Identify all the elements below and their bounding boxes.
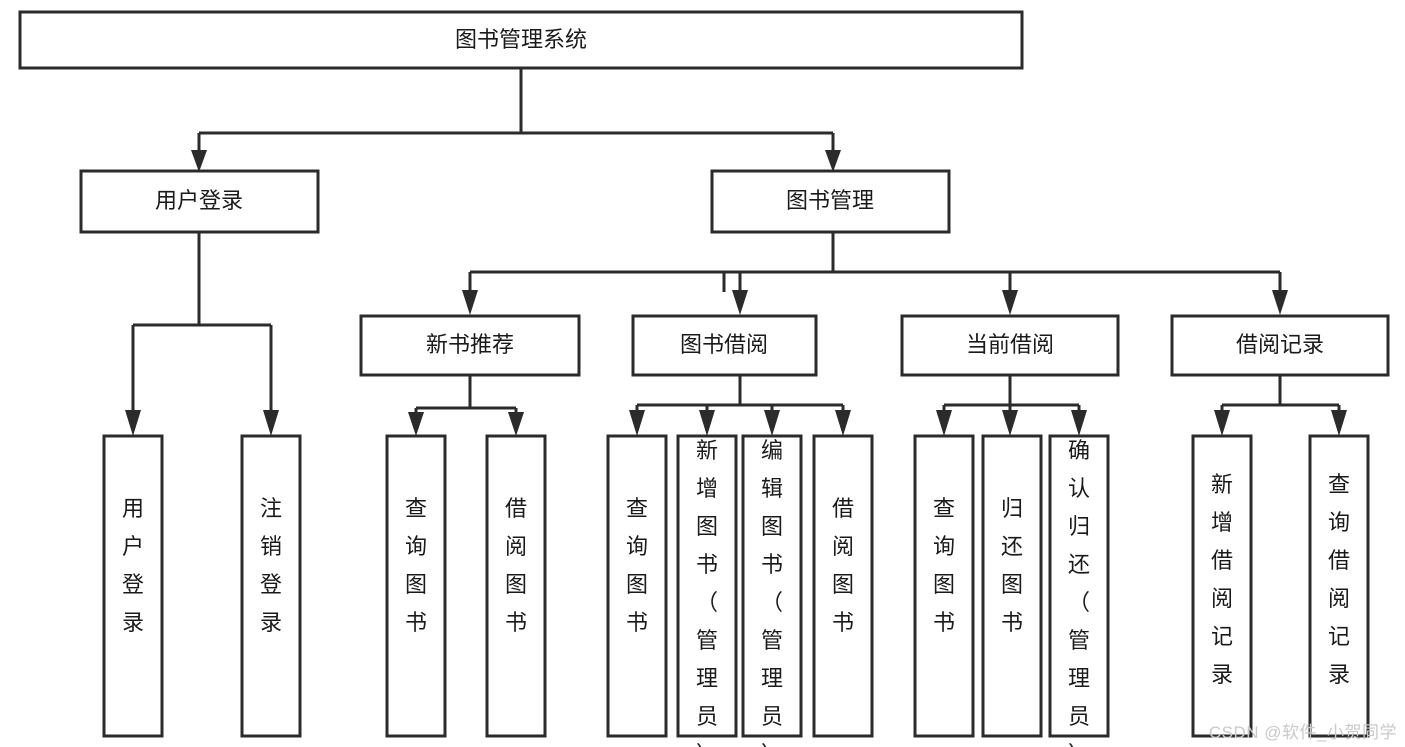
node-leaf4-box[interactable]	[485, 434, 547, 738]
node-newbook-label: 新书推荐	[426, 332, 514, 357]
node-leaf12-label: 新增借阅记录	[1211, 472, 1233, 687]
connector-bookmgmt-to-level3	[468, 232, 1282, 292]
arrow-head-leaf11	[1071, 410, 1087, 436]
node-leaf9-label: 查询图书	[933, 496, 955, 635]
node-leaf5-label: 查询图书	[626, 496, 648, 635]
node-leaf11[interactable]: 确认归还（管理员）	[1048, 434, 1110, 747]
node-leaf8[interactable]: 借阅图书	[812, 434, 874, 738]
node-leaf4[interactable]: 借阅图书	[485, 434, 547, 738]
connector-login-to-leaves	[131, 232, 273, 410]
node-login-label: 用户登录	[155, 188, 243, 213]
node-records-label: 借阅记录	[1236, 332, 1324, 357]
node-leaf10-label: 归还图书	[1001, 496, 1023, 635]
node-login-box[interactable]	[79, 169, 320, 234]
arrow-head-leaf10	[1002, 410, 1018, 436]
node-leaf7-box[interactable]	[741, 434, 803, 738]
node-leaf13-box[interactable]	[1308, 434, 1370, 738]
arrow-head-borrow	[732, 290, 748, 315]
node-leaf1-box[interactable]	[102, 434, 164, 738]
connector-current-to-leaves	[942, 375, 1081, 412]
node-current[interactable]: 当前借阅	[900, 314, 1120, 377]
node-leaf13-label: 查询借阅记录	[1328, 472, 1350, 687]
arrow-head-leaf6	[699, 410, 715, 436]
arrow-head-leaf2	[263, 410, 279, 436]
node-leaf7[interactable]: 编辑图书（管理员）	[741, 434, 803, 747]
node-leaf4-label: 借阅图书	[505, 496, 527, 635]
node-leaf3-box[interactable]	[385, 434, 447, 738]
node-leaf2-label: 注销登录	[260, 496, 282, 635]
arrow-head-current	[1002, 290, 1018, 315]
arrow-head-leaf1	[125, 410, 141, 436]
node-borrow[interactable]: 图书借阅	[631, 314, 818, 377]
arrow-head-leaf4	[508, 412, 524, 436]
node-leaf2[interactable]: 注销登录	[240, 434, 302, 738]
connector-layer	[125, 68, 1347, 436]
node-bookmgmt[interactable]: 图书管理	[710, 169, 951, 234]
node-leaf8-label: 借阅图书	[832, 496, 854, 635]
node-leaf5-box[interactable]	[606, 434, 668, 738]
arrow-head-bookmgmt	[825, 150, 841, 172]
node-leaf3-label: 查询图书	[405, 496, 427, 635]
arrow-head-records	[1272, 290, 1288, 315]
arrow-head-leaf13	[1331, 410, 1347, 436]
node-login[interactable]: 用户登录	[79, 169, 320, 234]
arrow-head-leaf8	[835, 410, 851, 436]
node-borrow-box[interactable]	[631, 314, 818, 377]
arrow-head-leaf9	[936, 410, 952, 436]
arrow-head-leaf3	[408, 412, 424, 436]
node-leaf9-box[interactable]	[913, 434, 975, 738]
node-leaf13[interactable]: 查询借阅记录	[1308, 434, 1370, 738]
node-leaf6-box[interactable]	[676, 434, 738, 738]
node-root-box[interactable]	[18, 10, 1024, 70]
node-bookmgmt-box[interactable]	[710, 169, 951, 234]
arrow-head-login	[191, 150, 207, 172]
node-leaf3[interactable]: 查询图书	[385, 434, 447, 738]
node-leaf6[interactable]: 新增图书（管理员）	[676, 434, 738, 747]
node-leaf8-box[interactable]	[812, 434, 874, 738]
node-bookmgmt-label: 图书管理	[786, 188, 874, 213]
node-current-label: 当前借阅	[966, 332, 1054, 357]
node-leaf1[interactable]: 用户登录	[102, 434, 164, 738]
connector-newbook-to-leaves	[414, 375, 518, 415]
node-current-box[interactable]	[900, 314, 1120, 377]
node-newbook-box[interactable]	[359, 314, 581, 377]
node-leaf1-label: 用户登录	[122, 496, 144, 635]
node-records[interactable]: 借阅记录	[1170, 314, 1390, 377]
node-leaf10[interactable]: 归还图书	[981, 434, 1043, 738]
connector-records-to-leaves	[1220, 375, 1341, 412]
node-leaf5[interactable]: 查询图书	[606, 434, 668, 738]
node-leaf7-label: 编辑图书（管理员）	[761, 438, 783, 747]
connector-borrow-to-leaves	[635, 375, 845, 412]
node-newbook[interactable]: 新书推荐	[359, 314, 581, 377]
node-leaf10-box[interactable]	[981, 434, 1043, 738]
node-root[interactable]: 图书管理系统	[18, 10, 1024, 70]
node-leaf11-label: 确认归还（管理员）	[1068, 438, 1090, 747]
node-leaf9[interactable]: 查询图书	[913, 434, 975, 738]
node-leaf11-box[interactable]	[1048, 434, 1110, 738]
connector-root-to-level2	[197, 68, 835, 158]
node-root-label: 图书管理系统	[455, 27, 587, 52]
arrow-head-leaf7	[764, 410, 780, 436]
arrow-head-leaf5	[629, 410, 645, 436]
node-records-box[interactable]	[1170, 314, 1390, 377]
node-leaf12[interactable]: 新增借阅记录	[1191, 434, 1253, 738]
node-leaf2-box[interactable]	[240, 434, 302, 738]
node-leaf6-label: 新增图书（管理员）	[696, 438, 718, 747]
node-borrow-label: 图书借阅	[680, 332, 768, 357]
node-leaf12-box[interactable]	[1191, 434, 1253, 738]
arrow-head-newbook	[462, 290, 478, 315]
arrow-head-leaf12	[1214, 410, 1230, 436]
